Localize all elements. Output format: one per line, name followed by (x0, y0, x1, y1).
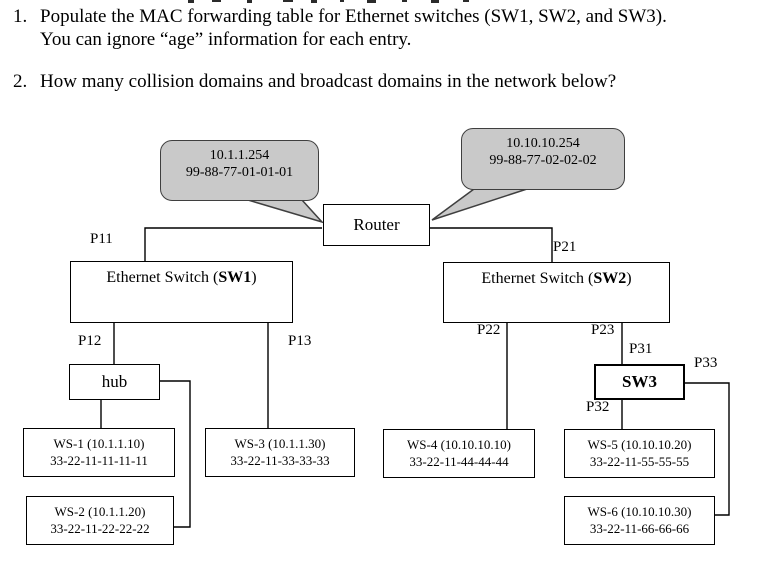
port-label-p31: P31 (629, 341, 653, 357)
question-2-text: How many collision domains and broadcast… (40, 71, 617, 92)
ws-3-mac: 33-22-11-33-33-33 (230, 453, 330, 468)
link-sw3-ws6 (685, 382, 730, 516)
router-box: Router (323, 204, 430, 246)
port-label-p11: P11 (90, 231, 113, 247)
router-interface-callout-left: 10.1.1.254 99-88-77-01-01-01 (160, 140, 319, 201)
question-2: 2. How many collision domains and broadc… (13, 71, 753, 94)
ws-6-mac: 33-22-11-66-66-66 (589, 521, 690, 536)
link-router-sw2 (430, 227, 553, 263)
ws-4-mac: 33-22-11-44-44-44 (409, 454, 509, 469)
port-label-p33: P33 (694, 355, 718, 371)
clipped-previous-line (188, 0, 469, 3)
ws-5-mac: 33-22-11-55-55-55 (589, 454, 690, 469)
ethernet-switch-sw3-box: SW3 (594, 364, 685, 400)
callout-tail-left (247, 199, 325, 224)
port-label-p12: P12 (78, 333, 102, 349)
link-hub-ws2 (160, 380, 191, 528)
port-label-p32: P32 (586, 399, 610, 415)
port-label-p21: P21 (553, 239, 577, 255)
question-1-line-2: You can ignore “age” information for eac… (40, 28, 412, 50)
ws-3-box: WS-3 (10.1.1.30) 33-22-11-33-33-33 (205, 428, 355, 477)
hub-box: hub (69, 364, 160, 400)
sw1-label: Ethernet Switch (SW1) (106, 269, 257, 286)
question-1: 1. Populate the MAC forwarding table for… (13, 6, 753, 51)
sw3-label: SW3 (622, 372, 657, 391)
question-1-line-1: Populate the MAC forwarding table for Et… (40, 6, 667, 27)
router-label: Router (353, 215, 400, 234)
link-router-sw1 (144, 227, 322, 262)
ws-6-name: WS-6 (10.10.10.30) (587, 504, 692, 519)
callout-right-ip: 10.10.10.254 (506, 136, 580, 151)
ethernet-switch-sw2-box: Ethernet Switch (SW2) (443, 262, 670, 323)
port-label-p13: P13 (288, 333, 312, 349)
ethernet-switch-sw1-box: Ethernet Switch (SW1) (70, 261, 293, 323)
port-label-p23: P23 (591, 322, 615, 338)
question-1-text: Populate the MAC forwarding table for Et… (40, 6, 753, 51)
callout-tail-right (431, 188, 528, 221)
ws-5-name: WS-5 (10.10.10.20) (587, 437, 692, 452)
ws-4-name: WS-4 (10.10.10.10) (407, 437, 511, 452)
ws-4-box: WS-4 (10.10.10.10) 33-22-11-44-44-44 (383, 429, 535, 478)
ws-5-box: WS-5 (10.10.10.20) 33-22-11-55-55-55 (564, 429, 715, 478)
ws-2-mac: 33-22-11-22-22-22 (50, 521, 150, 536)
port-label-p22: P22 (477, 322, 501, 338)
callout-left-mac: 99-88-77-01-01-01 (185, 165, 294, 180)
ws-1-box: WS-1 (10.1.1.10) 33-22-11-11-11-11 (23, 428, 175, 477)
callout-right-mac: 99-88-77-02-02-02 (489, 153, 597, 168)
ws-1-name: WS-1 (10.1.1.10) (53, 436, 145, 451)
ws-1-mac: 33-22-11-11-11-11 (50, 453, 148, 468)
ws-6-box: WS-6 (10.10.10.30) 33-22-11-66-66-66 (564, 496, 715, 545)
ws-3-name: WS-3 (10.1.1.30) (234, 436, 326, 451)
question-1-number: 1. (13, 6, 28, 27)
hub-label: hub (101, 372, 128, 391)
ws-2-name: WS-2 (10.1.1.20) (54, 504, 146, 519)
ws-2-box: WS-2 (10.1.1.20) 33-22-11-22-22-22 (26, 496, 174, 545)
question-2-number: 2. (13, 71, 28, 92)
sw2-label: Ethernet Switch (SW2) (481, 270, 632, 287)
callout-left-ip: 10.1.1.254 (209, 148, 270, 163)
router-interface-callout-right: 10.10.10.254 99-88-77-02-02-02 (461, 128, 625, 190)
